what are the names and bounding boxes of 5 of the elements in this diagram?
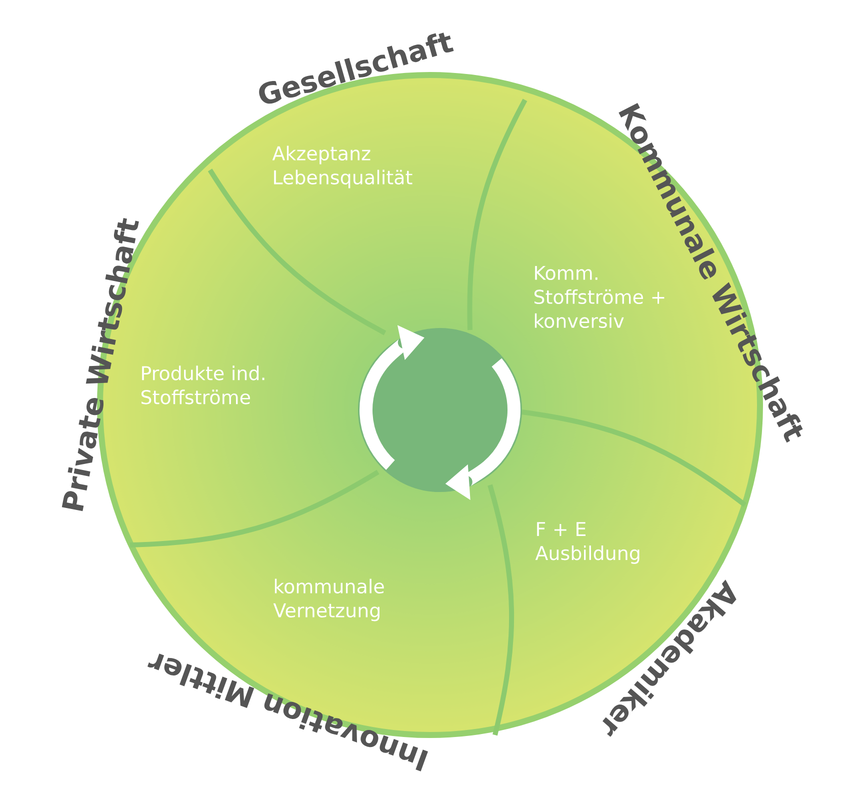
- segment-text: F + E Ausbildung: [535, 522, 640, 564]
- segment-text: Komm. Stoffströme + konversiv: [534, 266, 664, 328]
- segment-text: kommunale Vernetzung: [273, 578, 384, 622]
- segment-text: Akzeptanz Lebensqualität: [272, 146, 412, 188]
- segment-text: Produkte ind. Stoffströme: [141, 366, 264, 404]
